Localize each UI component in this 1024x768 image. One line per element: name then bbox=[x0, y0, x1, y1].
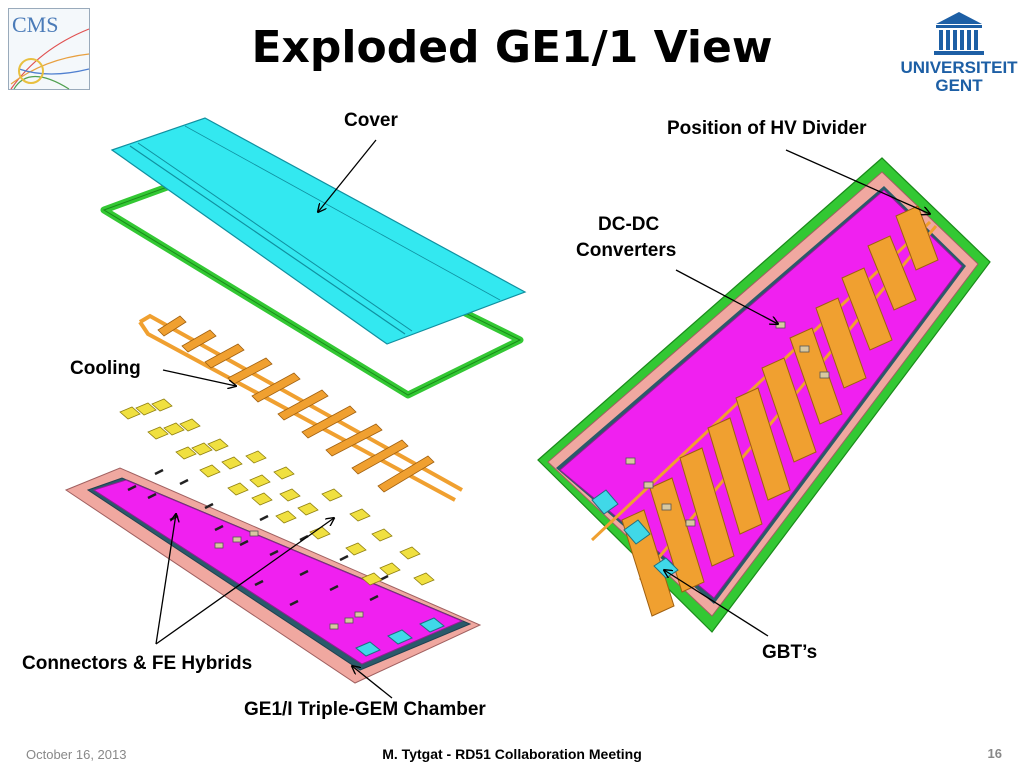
dcdc-converters bbox=[625, 321, 830, 527]
fe-hybrids bbox=[119, 398, 435, 586]
label-cover: Cover bbox=[344, 110, 398, 131]
label-chamber: GE1/I Triple-GEM Chamber bbox=[244, 699, 486, 720]
cms-logo-graphic bbox=[10, 28, 90, 90]
ugent-text-line1: UNIVERSITEIT bbox=[900, 58, 1018, 77]
label-hv-divider: Position of HV Divider bbox=[667, 118, 867, 139]
ugent-logo: UNIVERSITEIT GENT bbox=[900, 8, 1018, 98]
ugent-text-line2: GENT bbox=[935, 76, 983, 95]
cooling-pipes bbox=[138, 313, 463, 502]
page-number: 16 bbox=[987, 746, 1002, 761]
footer-date: October 16, 2013 bbox=[26, 747, 127, 762]
label-gbts: GBT’s bbox=[762, 642, 818, 663]
connectors-arrow-2 bbox=[155, 518, 334, 645]
cover-plate bbox=[110, 117, 527, 345]
cms-logo bbox=[8, 8, 90, 90]
cooling-arrow bbox=[162, 369, 236, 386]
footer-presenter: M. Tytgat - RD51 Collaboration Meeting bbox=[382, 746, 642, 762]
cms-logo-text: CMS bbox=[12, 12, 59, 37]
annotation-arrows bbox=[155, 139, 930, 699]
chamber-arrow bbox=[352, 666, 393, 699]
label-cooling: Cooling bbox=[70, 358, 141, 379]
hv-divider-arrow bbox=[785, 149, 930, 214]
cover-arrow bbox=[318, 139, 377, 212]
pcb-components bbox=[214, 530, 364, 630]
connector-slots bbox=[127, 468, 389, 607]
label-connectors: Connectors & FE Hybrids bbox=[22, 653, 253, 674]
ugent-building-icon bbox=[934, 12, 984, 55]
dcdc-arrow bbox=[675, 269, 778, 324]
connectors-arrow-1 bbox=[155, 514, 176, 645]
label-dcdc-line1: DC-DC bbox=[598, 214, 660, 235]
slide-title: Exploded GE1/1 View bbox=[251, 22, 773, 73]
label-dcdc-line2: Converters bbox=[576, 240, 677, 261]
frame-outline bbox=[100, 174, 524, 399]
chamber-base bbox=[64, 467, 482, 684]
gbt-arrow bbox=[664, 570, 769, 637]
left-gbt-boxes bbox=[355, 617, 445, 657]
